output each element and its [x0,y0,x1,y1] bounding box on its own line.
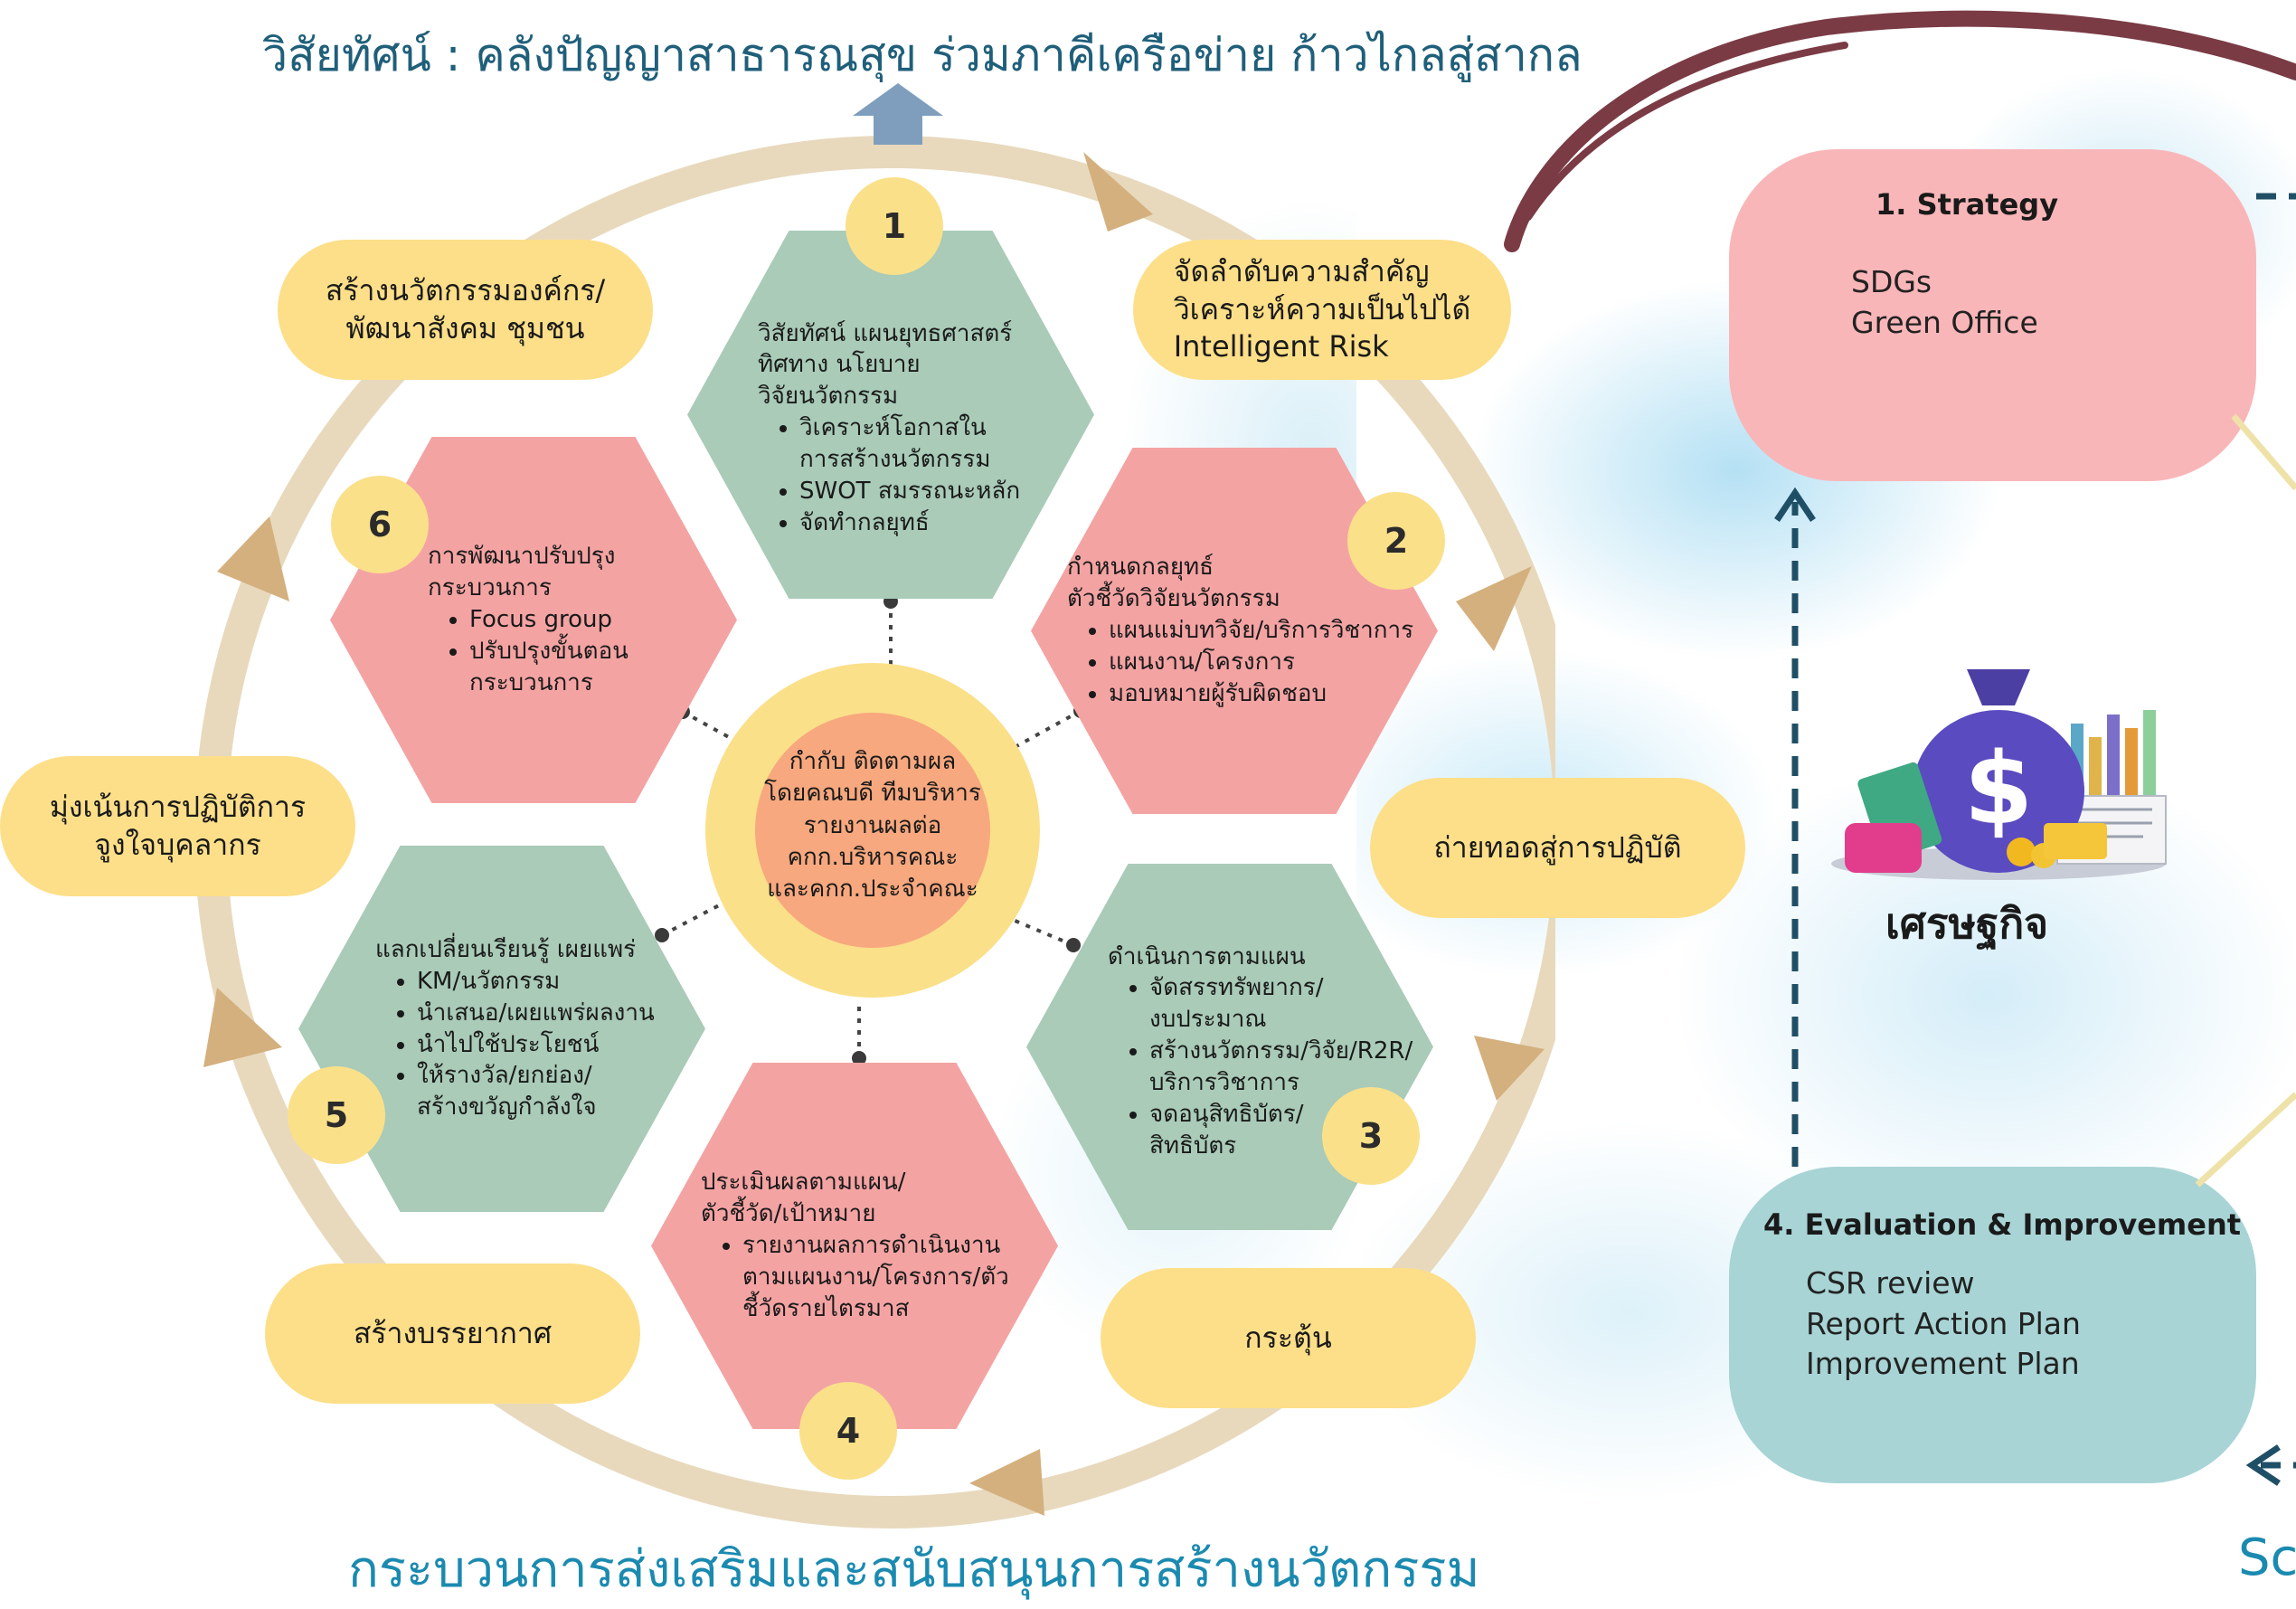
strategy-card: 1. Strategy SDGs Green Office [1729,149,2256,481]
center-text: กำกับ ติดตามผล โดยคณบดี ทีมบริหาร รายงาน… [764,748,981,904]
label-prioritize: จัดลำดับความสำคัญวิเคราะห์ความเป็นไปได้I… [1133,240,1511,380]
strategy-items: SDGs Green Office [1851,264,2038,340]
center-inner-circle [755,713,990,948]
ring-arrow-icon-2 [1456,566,1532,651]
ring-arrow-icon-5 [203,988,282,1067]
evaluation-card: 4. Evaluation & Improvement CSR review R… [1729,1167,2256,1483]
ring-arrow-icon-1 [1083,152,1153,232]
credit-card-icon [2044,823,2107,859]
label-focus-operation: มุ่งเน้นการปฏิบัติการจูงใจบุคลากร [0,756,355,896]
money-bag-icon: $ [1913,669,2084,873]
wallet-icon [1845,823,1922,873]
brush-stroke-svg [1504,10,2296,252]
cut-off-title: Sc [2238,1529,2296,1587]
ring-arrow-icon-6 [217,516,289,601]
step-number-2: 2 [1347,492,1445,590]
step-number-6: 6 [331,476,429,573]
connector-lines [661,601,1082,1058]
pale-line-bottom [2195,1092,2296,1188]
label-stimulate: กระตุ้น [1101,1268,1476,1408]
up-arrowhead-icon [1774,487,1816,522]
hex-step-4: ประเมินผลตามแผน/ตัวชี้วัด/เป้าหมาย รายงา… [651,1063,1058,1429]
label-innovation-society: สร้างนวัตกรรมองค์กร/พัฒนาสังคม ชุมชน [278,240,653,380]
step-number-5: 5 [288,1066,385,1164]
step-number-3: 3 [1322,1087,1420,1185]
vision-title: วิสัยทัศน์ : คลังปัญญาสาธารณสุข ร่วมภาคี… [262,29,1583,81]
svg-text:$: $ [1964,731,2034,847]
evaluation-title: 4. Evaluation & Improvement [1763,1207,2242,1242]
pale-line-top [2231,413,2296,491]
evaluation-items: CSR review Report Action Plan Improvemen… [1806,1265,2081,1382]
ring-arrow-icon-3 [1474,1036,1545,1101]
brush-stroke [1504,10,2296,252]
step-number-4: 4 [799,1382,897,1480]
ring-arrow-icon-4 [969,1449,1044,1516]
right-connectors-svg [1774,193,2296,1486]
left-arrowhead-icon [2245,1444,2281,1486]
economy-label: เศรษฐกิจ [1885,899,2049,948]
strategy-title: 1. Strategy [1876,187,2059,222]
process-title: กระบวนการส่งเสริมและสนับสนุนการสร้างนวัต… [348,1540,1480,1599]
up-arrow-icon [853,83,943,145]
step-number-1: 1 [846,177,943,275]
hex-step-5: แลกเปลี่ยนเรียนรู้ เผยแพร่ KM/นวัตกรรม น… [298,846,705,1212]
label-atmosphere: สร้างบรรยากาศ [265,1264,640,1404]
label-deploy: ถ่ายทอดสู่การปฏิบัติ [1370,778,1745,918]
economy-illustration: $ [1831,669,2167,880]
